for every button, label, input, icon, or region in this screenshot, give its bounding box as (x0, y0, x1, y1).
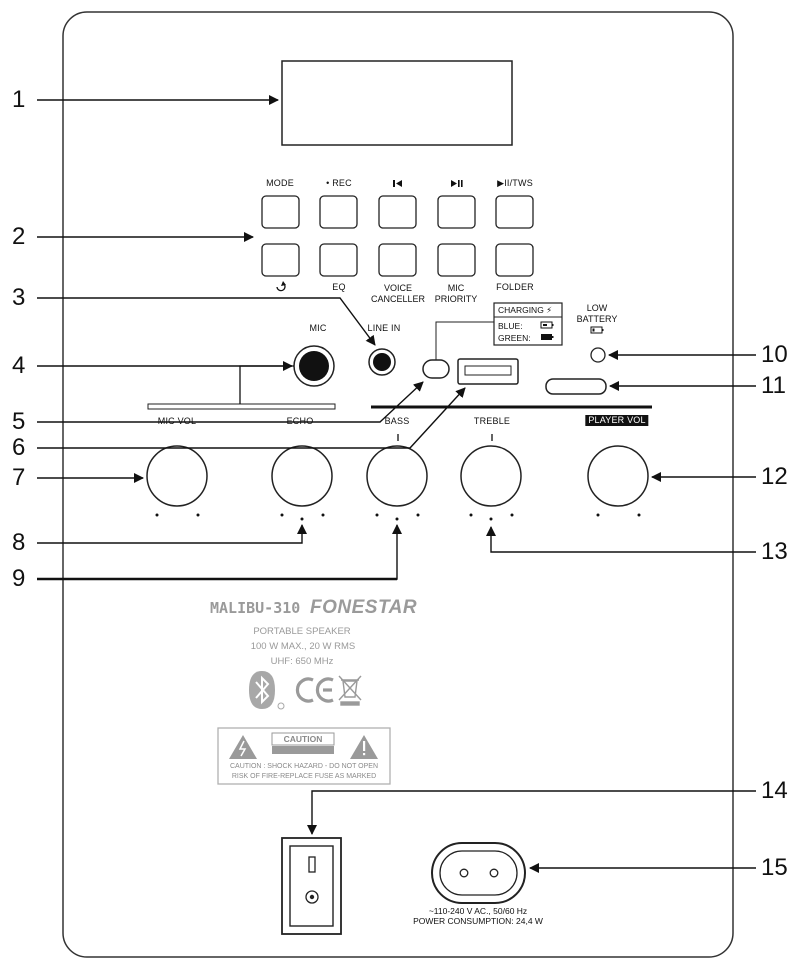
weee-bin-icon (338, 675, 362, 706)
prev-triangle-icon (396, 180, 402, 187)
callout-5: 5 (12, 408, 26, 435)
folder-button[interactable] (495, 243, 534, 277)
power-rating: 100 W MAX., 20 W RMS (250, 641, 356, 652)
mic-section-bar (147, 403, 336, 410)
leader-5 (37, 381, 424, 423)
low-battery-led (590, 347, 606, 363)
charging-port[interactable] (422, 359, 450, 379)
caution-line-1: CAUTION : SHOCK HAZARD - DO NOT OPEN (229, 763, 379, 770)
echo-label: ECHO (286, 416, 314, 426)
caution-grey-band (272, 746, 334, 754)
callout-11: 11 (761, 372, 786, 399)
mode-button[interactable] (261, 195, 300, 229)
repeat-icon (276, 281, 286, 292)
player-vol-label: PLAYER VOL (585, 415, 649, 426)
line-in-label: LINE IN (367, 323, 401, 333)
callout-6: 6 (12, 434, 26, 461)
bluetooth-logo (249, 671, 275, 709)
pause-bar-1-icon (458, 180, 460, 187)
callout-10: 10 (761, 341, 788, 368)
leader-13 (486, 526, 756, 553)
prev-bar-icon (393, 180, 395, 187)
mode-label: MODE (266, 178, 294, 188)
mic-label: MIC (309, 323, 327, 333)
callout-3: 3 (12, 284, 26, 311)
echo-knob[interactable] (271, 445, 333, 507)
eq-button[interactable] (319, 243, 358, 277)
battery-full-icon (541, 334, 552, 340)
mic-vol-knob[interactable] (146, 445, 208, 507)
charging-legend-leader (435, 321, 494, 360)
pause-bar-2-icon (461, 180, 463, 187)
callout-4: 4 (12, 352, 26, 379)
repeat-button[interactable] (261, 243, 300, 277)
callout-2: 2 (12, 223, 26, 250)
model-name: MALIBU-310 (210, 599, 301, 617)
treble-label: TREBLE (473, 416, 511, 426)
leader-3 (37, 297, 376, 346)
display-window (281, 60, 513, 146)
uhf-frequency: UHF: 650 MHz (270, 656, 334, 667)
callout-7: 7 (12, 464, 26, 491)
leader-6 (37, 387, 466, 449)
rec-label: • REC (326, 178, 352, 188)
prev-button[interactable] (378, 195, 417, 229)
bass-knob[interactable] (366, 445, 428, 507)
treble-knob[interactable] (460, 445, 522, 507)
ac-pin-left (459, 868, 469, 878)
caution-title: CAUTION (283, 734, 323, 744)
callout-12: 12 (761, 463, 788, 490)
power-consumption-spec: POWER CONSUMPTION: 24,4 W (413, 916, 543, 926)
callout-15: 15 (761, 854, 788, 881)
play-pause-button[interactable] (437, 195, 476, 229)
folder-label: FOLDER (496, 282, 534, 292)
ac-voltage-spec: ~110-240 V AC., 50/60 Hz (428, 906, 528, 916)
callout-14: 14 (761, 777, 788, 804)
callout-13: 13 (761, 538, 788, 565)
brand-logo: FONESTAR (310, 597, 418, 618)
line-in-jack[interactable] (373, 353, 391, 371)
power-on-symbol-icon (308, 856, 316, 873)
leader-8 (37, 524, 307, 544)
registered-mark-icon (277, 702, 285, 710)
mic-vol-label: MIC VOL (157, 416, 197, 426)
callout-9: 9 (12, 565, 26, 592)
charging-blue-label: BLUE: (498, 321, 523, 331)
charging-title: CHARGING ⚡ (498, 305, 553, 315)
ac-inlet[interactable] (439, 850, 518, 896)
shock-hazard-icon (229, 735, 257, 759)
caution-title-box (271, 732, 335, 746)
button-glyphs (393, 180, 463, 187)
ac-pin-right (489, 868, 499, 878)
ce-mark-icon (295, 677, 334, 703)
leader-14 (307, 790, 756, 835)
play-icon (451, 180, 457, 187)
voice-canceller-button[interactable] (378, 243, 417, 277)
product-type: PORTABLE SPEAKER (253, 626, 351, 637)
mic-jack[interactable] (299, 351, 329, 381)
callout-1: 1 (12, 86, 26, 113)
bass-label: BASS (384, 416, 410, 426)
knob-scale-dots (155, 513, 641, 521)
player-vol-knob[interactable] (587, 445, 649, 507)
next-tws-label: ▶II/TWS (497, 178, 533, 188)
rec-button[interactable] (319, 195, 358, 229)
eq-label: EQ (332, 282, 346, 292)
charging-green-label: GREEN: (498, 333, 531, 343)
usb-port-inner (464, 365, 512, 376)
caution-line-2: RISK OF FIRE-REPLACE FUSE AS MARKED (231, 773, 377, 780)
tf-card-slot[interactable] (545, 378, 607, 395)
mic-priority-button[interactable] (437, 243, 476, 277)
next-tws-button[interactable] (495, 195, 534, 229)
callout-8: 8 (12, 529, 26, 556)
